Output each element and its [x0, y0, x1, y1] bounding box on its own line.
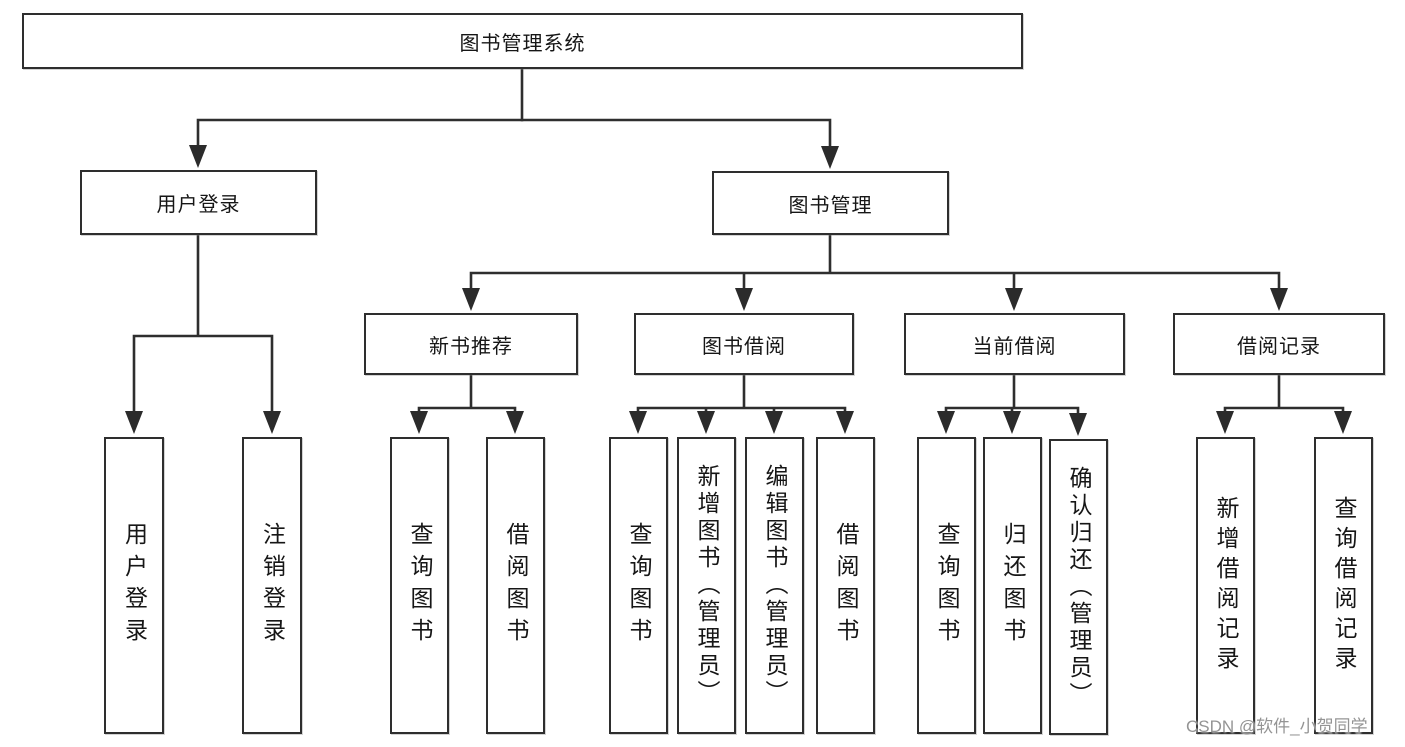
arrow-down-icon	[697, 411, 715, 434]
node-root: 图书管理系统	[22, 13, 1023, 69]
arrow-down-icon	[1069, 413, 1087, 436]
node-leaf-logout: 注销登录	[242, 437, 302, 734]
edge-bookmgmt-bar	[469, 233, 1281, 294]
arrow-down-icon	[937, 411, 955, 434]
arrow-down-icon	[1334, 411, 1352, 434]
node-leaf-query-books-3: 查询图书	[917, 437, 976, 734]
edge-root-bar	[196, 118, 832, 153]
node-leaf-return-books: 归还图书	[983, 437, 1042, 734]
node-leaf-borrow-books-2: 借阅图书	[816, 437, 875, 734]
arrow-down-icon	[189, 145, 207, 168]
arrow-down-icon	[1005, 288, 1023, 311]
node-borrow-records: 借阅记录	[1173, 313, 1385, 375]
node-leaf-borrow-books-2-label: 借阅图书	[833, 521, 859, 650]
node-leaf-query-books-1-label: 查询图书	[407, 521, 433, 650]
node-leaf-confirm-return-admin: 确认归还（管理员）	[1049, 439, 1108, 735]
arrow-down-icon	[836, 411, 854, 434]
node-user-login-label: 用户登录	[156, 194, 241, 216]
node-root-label: 图书管理系统	[459, 32, 586, 55]
node-user-login: 用户登录	[80, 170, 317, 235]
node-leaf-add-borrow-record-label: 新增借阅记录	[1213, 495, 1239, 676]
arrow-down-icon	[506, 411, 524, 434]
node-leaf-borrow-books-1: 借阅图书	[486, 437, 545, 734]
edge-records-bar	[1223, 373, 1345, 418]
arrow-down-icon	[125, 411, 143, 434]
node-leaf-borrow-books-1-label: 借阅图书	[503, 521, 529, 650]
node-leaf-user-login: 用户登录	[104, 437, 164, 734]
node-book-management-label: 图书管理	[788, 194, 873, 217]
node-leaf-add-books-admin: 新增图书（管理员）	[677, 437, 736, 734]
arrowheads	[125, 145, 1352, 436]
edge-newbook-bar	[417, 373, 517, 418]
node-new-book-recommend-label: 新书推荐	[429, 335, 513, 358]
node-leaf-add-books-admin-label: 新增图书（管理员）	[694, 464, 720, 707]
node-leaf-edit-books-admin: 编辑图书（管理员）	[745, 437, 804, 734]
node-current-borrow: 当前借阅	[904, 313, 1125, 375]
node-leaf-query-books-1: 查询图书	[390, 437, 449, 734]
node-book-borrow-label: 图书借阅	[702, 335, 786, 358]
node-current-borrow-label: 当前借阅	[972, 335, 1057, 358]
node-leaf-query-books-2-label: 查询图书	[626, 521, 652, 650]
arrow-down-icon	[765, 411, 783, 434]
edge-borrow-bar	[636, 373, 847, 418]
node-leaf-confirm-return-admin-label: 确认归还（管理员）	[1066, 465, 1092, 709]
node-leaf-query-borrow-record: 查询借阅记录	[1314, 437, 1373, 734]
node-leaf-query-books-3-label: 查询图书	[934, 521, 960, 650]
node-leaf-return-books-label: 归还图书	[1000, 521, 1026, 650]
node-leaf-edit-books-admin-label: 编辑图书（管理员）	[762, 464, 788, 707]
arrow-down-icon	[462, 288, 480, 311]
csdn-watermark: CSDN @软件_小贺同学	[1186, 717, 1368, 736]
node-borrow-records-label: 借阅记录	[1237, 335, 1321, 358]
node-leaf-user-login-label: 用户登录	[121, 521, 148, 650]
edge-userlogin-bar	[132, 232, 274, 417]
node-new-book-recommend: 新书推荐	[364, 313, 578, 375]
arrow-down-icon	[821, 146, 839, 169]
node-book-borrow: 图书借阅	[634, 313, 854, 375]
arrow-down-icon	[629, 411, 647, 434]
node-leaf-add-borrow-record: 新增借阅记录	[1196, 437, 1255, 734]
arrow-down-icon	[1216, 411, 1234, 434]
node-leaf-logout-label: 注销登录	[259, 521, 286, 650]
node-book-management: 图书管理	[712, 171, 949, 235]
arrow-down-icon	[735, 288, 753, 311]
arrow-down-icon	[263, 411, 281, 434]
node-leaf-query-books-2: 查询图书	[609, 437, 668, 734]
arrow-down-icon	[1003, 411, 1021, 434]
arrow-down-icon	[1270, 288, 1288, 311]
arrow-down-icon	[410, 411, 428, 434]
node-leaf-query-borrow-record-label: 查询借阅记录	[1331, 495, 1357, 676]
